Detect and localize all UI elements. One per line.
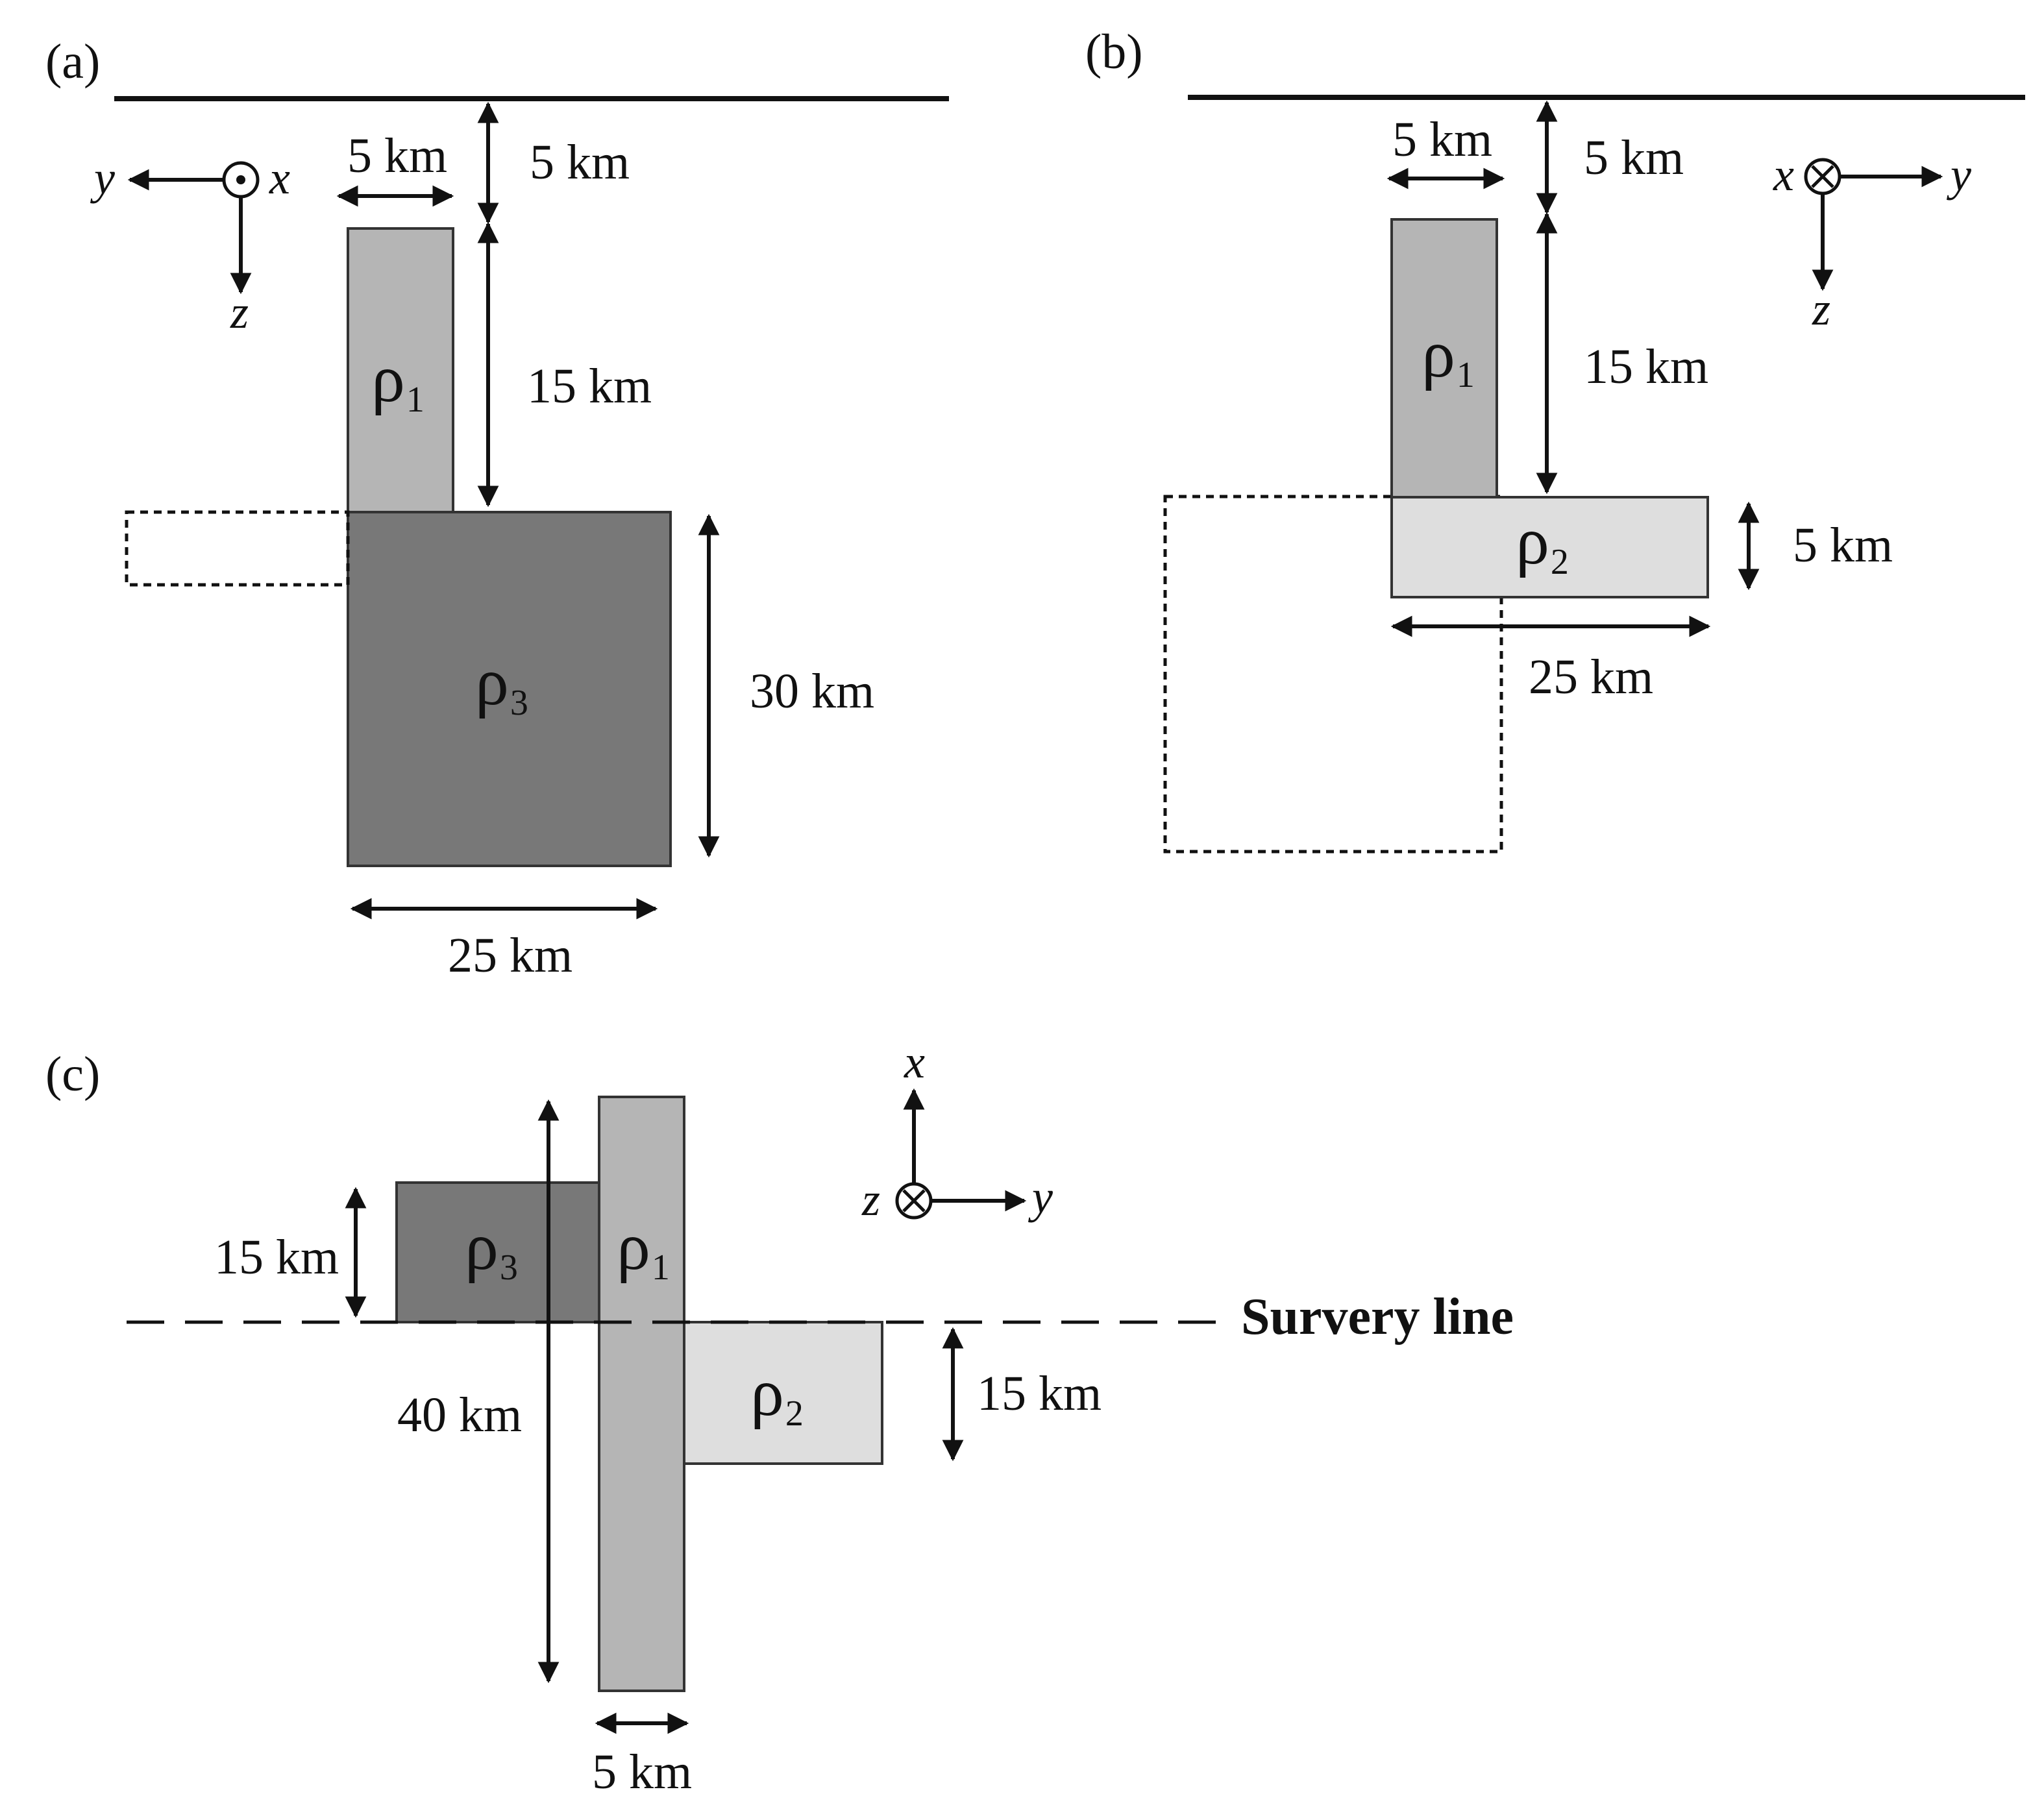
- axis-label-x: x: [1773, 149, 1794, 201]
- body-rho3-outline: [1163, 495, 1503, 854]
- dim-a-rho1-width: 5 km: [347, 129, 447, 183]
- dim-c-rho3-extent: 15 km: [214, 1230, 339, 1285]
- label-rho3: ρ3: [475, 645, 528, 723]
- label-rho2: ρ2: [1516, 504, 1569, 582]
- panel-c: (c) x y z ρ3 ρ1 ρ2 Survery line 15 km 40…: [45, 1036, 1514, 1799]
- panel-b: (b) x y z ρ1 ρ2 5 km 5 km 15 km 5 km 25: [1085, 25, 2025, 854]
- x-axis-dot-icon: [236, 175, 245, 184]
- body-rho2: [683, 1321, 883, 1465]
- body-rho2-outline: [125, 510, 350, 587]
- axes-icon-c: x y z: [861, 1036, 1053, 1225]
- axis-label-z: z: [861, 1174, 880, 1225]
- body-rho3: [347, 511, 672, 867]
- panel-c-label: (c): [45, 1047, 100, 1101]
- axis-label-y: y: [1028, 1171, 1053, 1223]
- label-rho2: ρ2: [750, 1355, 804, 1434]
- panel-a-label: (a): [45, 34, 100, 89]
- label-rho1: ρ1: [371, 341, 425, 420]
- axis-label-y: y: [90, 152, 115, 204]
- axis-label-z: z: [1812, 283, 1830, 335]
- axis-label-y: y: [1946, 149, 1971, 201]
- dim-b-rho2-width: 25 km: [1529, 650, 1653, 704]
- axes-icon-b: x y z: [1773, 149, 1971, 335]
- axis-label-x: x: [904, 1036, 925, 1088]
- label-rho1: ρ1: [1422, 317, 1475, 395]
- dim-b-rho1-height: 15 km: [1584, 339, 1708, 394]
- dim-b-rho2-height: 5 km: [1793, 518, 1893, 572]
- dim-a-rho1-height: 15 km: [527, 359, 652, 413]
- dim-a-rho3-height: 30 km: [750, 664, 874, 719]
- label-rho3: ρ3: [465, 1209, 518, 1288]
- axis-label-x: x: [269, 152, 290, 204]
- dim-c-rho2-extent: 15 km: [977, 1366, 1102, 1421]
- label-rho1: ρ1: [617, 1209, 670, 1288]
- panel-b-label: (b): [1085, 25, 1143, 79]
- panel-a: (a) y x z ρ1 ρ3 5 km 5 km 15 km 30 km 25…: [45, 34, 949, 983]
- survey-line-label: Survery line: [1241, 1288, 1514, 1346]
- dim-c-rho1-width: 5 km: [592, 1745, 692, 1799]
- dim-a-top-depth: 5 km: [530, 135, 630, 190]
- body-rho1: [598, 1096, 685, 1692]
- dim-c-rho1-length: 40 km: [397, 1388, 522, 1442]
- dim-b-top-depth: 5 km: [1584, 130, 1684, 185]
- body-rho2: [1390, 496, 1709, 598]
- body-rho1: [1390, 218, 1498, 498]
- dim-a-rho3-width: 25 km: [448, 928, 573, 983]
- dim-b-rho1-width: 5 km: [1392, 112, 1492, 167]
- axis-label-z: z: [230, 286, 249, 338]
- axes-icon-a: y x z: [90, 152, 290, 338]
